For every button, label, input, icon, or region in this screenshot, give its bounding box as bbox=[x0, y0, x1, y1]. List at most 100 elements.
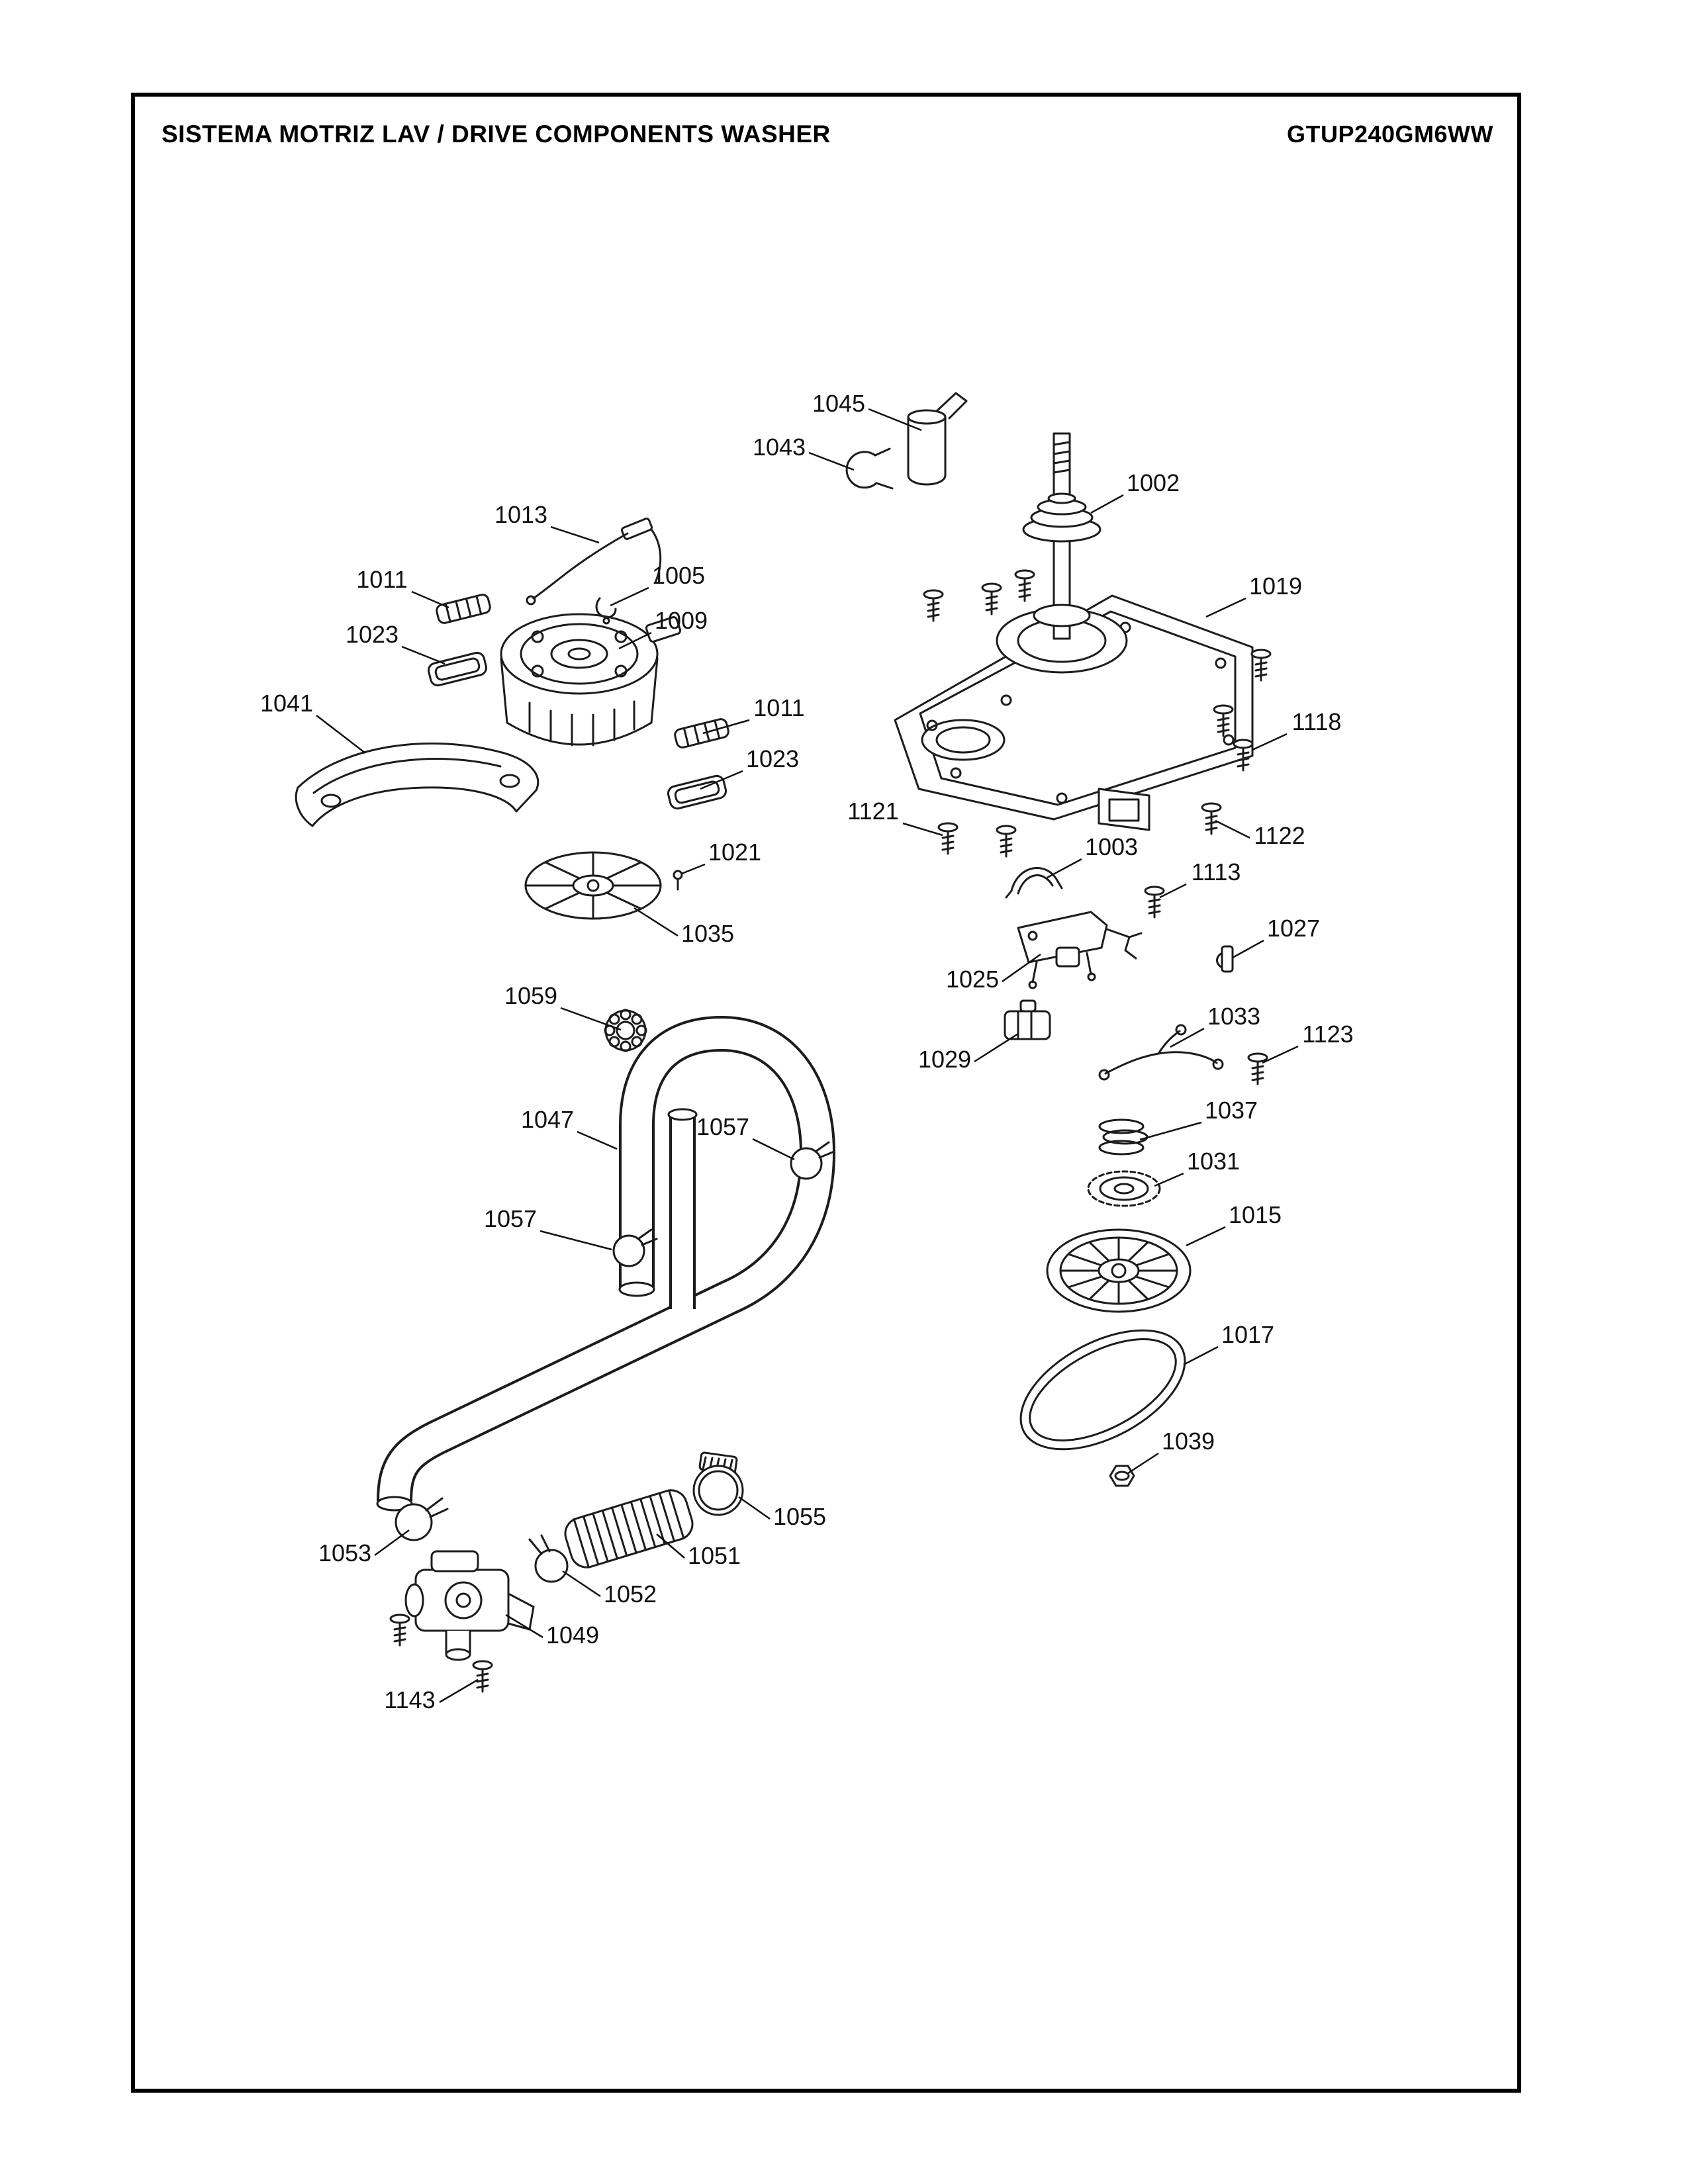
callout-leader-1023 bbox=[401, 645, 445, 665]
callout-leader-1011 bbox=[702, 719, 750, 735]
callout-label-1002: 1002 bbox=[1127, 469, 1180, 496]
callout-leader-1013 bbox=[550, 525, 600, 544]
part-drive-belt bbox=[1019, 1329, 1186, 1451]
callout-leader-1055 bbox=[738, 1496, 771, 1520]
callout-leader-1019 bbox=[1205, 597, 1246, 618]
callout-label-1033: 1033 bbox=[1207, 1003, 1260, 1030]
callout-label-1027: 1027 bbox=[1267, 915, 1320, 942]
callout-label-1045: 1045 bbox=[812, 390, 865, 417]
callout-leader-1123 bbox=[1262, 1045, 1299, 1064]
callout-label-1057: 1057 bbox=[696, 1113, 749, 1140]
header: SISTEMA MOTRIZ LAV / DRIVE COMPONENTS WA… bbox=[162, 120, 1493, 148]
part-clip bbox=[595, 597, 617, 625]
callout-label-1019: 1019 bbox=[1249, 572, 1302, 600]
callout-label-1123: 1123 bbox=[1302, 1021, 1353, 1048]
callout-leader-1002 bbox=[1090, 494, 1124, 514]
part-drive-platform bbox=[894, 432, 1254, 831]
part-wire-harness bbox=[526, 518, 662, 606]
part-wishbone-lever bbox=[1098, 1024, 1224, 1081]
callout-label-1049: 1049 bbox=[546, 1621, 599, 1649]
part-fill-tube bbox=[907, 392, 968, 486]
part-hose-clamp bbox=[845, 447, 894, 490]
callout-leader-1037 bbox=[1139, 1121, 1202, 1141]
callout-label-1039: 1039 bbox=[1162, 1428, 1215, 1455]
part-motor-pad bbox=[427, 651, 488, 687]
callout-label-1011: 1011 bbox=[753, 694, 804, 721]
callout-leader-1053 bbox=[374, 1529, 410, 1557]
callout-leader-1005 bbox=[610, 586, 649, 607]
callout-leader-1057 bbox=[539, 1230, 612, 1251]
part-hose-clamp-band bbox=[692, 1451, 744, 1516]
callout-label-1009: 1009 bbox=[655, 607, 708, 634]
callout-label-1011: 1011 bbox=[356, 566, 407, 593]
callout-leader-1015 bbox=[1186, 1226, 1226, 1247]
callout-label-1118: 1118 bbox=[1292, 708, 1342, 735]
part-motor-pad bbox=[667, 774, 727, 810]
callout-leader-1059 bbox=[560, 1007, 622, 1031]
part-drive-pulley bbox=[1046, 1228, 1192, 1313]
part-motor-clip bbox=[674, 718, 729, 749]
callout-label-1021: 1021 bbox=[708, 839, 761, 866]
callout-leader-1041 bbox=[316, 715, 366, 754]
callout-leader-1113 bbox=[1159, 883, 1187, 899]
callout-leader-1047 bbox=[577, 1130, 618, 1150]
callout-label-1017: 1017 bbox=[1221, 1321, 1274, 1348]
callout-label-1122: 1122 bbox=[1254, 822, 1305, 849]
callout-leader-1118 bbox=[1252, 733, 1288, 751]
part-rotor-fan bbox=[524, 851, 662, 920]
callout-leader-1023 bbox=[700, 770, 743, 790]
callout-leader-1033 bbox=[1170, 1027, 1205, 1048]
part-corrugated-hose bbox=[564, 1489, 694, 1569]
part-drain-tube bbox=[667, 1108, 698, 1309]
callout-label-1025: 1025 bbox=[946, 966, 999, 993]
callout-leader-1035 bbox=[633, 907, 679, 937]
callout-label-1057: 1057 bbox=[484, 1205, 537, 1232]
callout-label-1041: 1041 bbox=[260, 690, 313, 717]
part-shaft-seal bbox=[1022, 492, 1102, 543]
part-hose-clamp bbox=[395, 1497, 449, 1541]
diagram-frame bbox=[131, 93, 1521, 2093]
callout-label-1113: 1113 bbox=[1192, 858, 1241, 886]
callout-label-1053: 1053 bbox=[318, 1539, 371, 1567]
callout-label-1121: 1121 bbox=[847, 797, 898, 825]
part-spring bbox=[1098, 1118, 1149, 1156]
callout-leader-1121 bbox=[902, 822, 943, 837]
callout-label-1043: 1043 bbox=[753, 433, 806, 461]
part-hose-clamp bbox=[528, 1534, 569, 1583]
part-clutch-gear bbox=[1087, 1170, 1161, 1207]
callout-leader-1049 bbox=[505, 1614, 543, 1639]
part-drain-pump bbox=[404, 1550, 535, 1661]
callout-leader-1039 bbox=[1127, 1452, 1159, 1475]
callout-leader-1051 bbox=[656, 1533, 685, 1559]
part-clip bbox=[1005, 867, 1063, 899]
part-drain-hose bbox=[376, 1016, 835, 1512]
callout-leader-1017 bbox=[1183, 1345, 1219, 1366]
callout-leader-1009 bbox=[618, 631, 652, 650]
callout-leader-1021 bbox=[681, 863, 706, 875]
part-pin bbox=[673, 870, 683, 891]
callout-label-1023: 1023 bbox=[746, 745, 799, 772]
part-grommet bbox=[604, 1009, 647, 1052]
callout-label-1143: 1143 bbox=[384, 1686, 435, 1713]
part-mode-shifter bbox=[1017, 911, 1143, 989]
callout-leader-1003 bbox=[1047, 858, 1082, 879]
callout-label-1052: 1052 bbox=[604, 1580, 657, 1608]
callout-label-1035: 1035 bbox=[681, 920, 734, 947]
callout-label-1055: 1055 bbox=[773, 1503, 826, 1530]
diagram-title: SISTEMA MOTRIZ LAV / DRIVE COMPONENTS WA… bbox=[162, 120, 831, 148]
callout-leader-1025 bbox=[1002, 953, 1041, 983]
callout-label-1005: 1005 bbox=[652, 562, 705, 589]
callout-leader-1011 bbox=[411, 590, 449, 609]
callout-label-1023: 1023 bbox=[346, 621, 399, 648]
callout-label-1015: 1015 bbox=[1229, 1201, 1282, 1228]
callout-label-1037: 1037 bbox=[1205, 1097, 1258, 1124]
callout-label-1047: 1047 bbox=[521, 1106, 574, 1133]
part-drive-motor bbox=[500, 613, 682, 747]
callout-label-1013: 1013 bbox=[494, 501, 547, 528]
model-number: GTUP240GM6WW bbox=[1286, 120, 1493, 148]
callout-leader-1043 bbox=[808, 451, 855, 471]
callout-leader-1052 bbox=[562, 1570, 601, 1598]
